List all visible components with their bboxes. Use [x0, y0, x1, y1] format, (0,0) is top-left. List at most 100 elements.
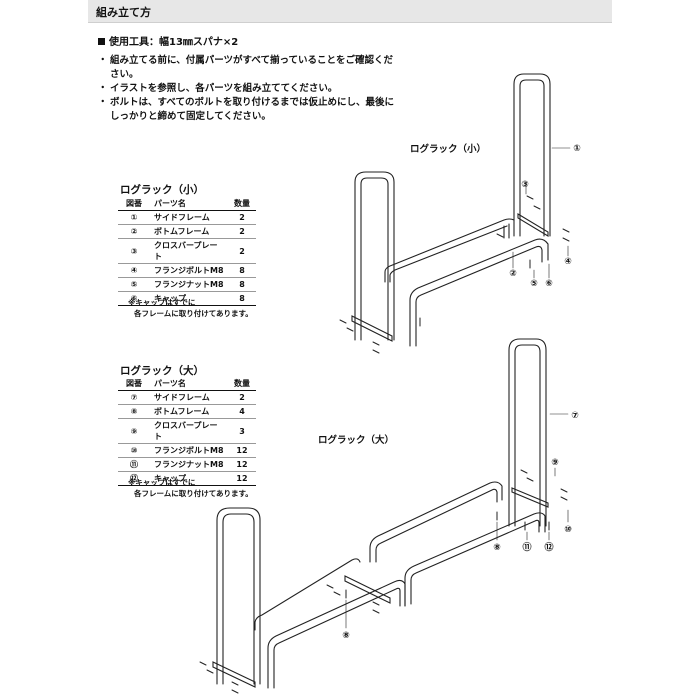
bullet-square-icon	[98, 38, 105, 45]
callout-12: ⑫	[544, 541, 553, 553]
note-line: 各フレームに取り付けてあります。	[134, 309, 253, 318]
callout-11: ⑪	[522, 541, 531, 553]
part-name: フランジボルトM8	[150, 263, 228, 278]
part-name: ボトムフレーム	[150, 404, 228, 419]
part-number: ①	[118, 210, 150, 225]
small-leader-lines	[512, 147, 571, 279]
col-header: 数量	[228, 197, 256, 211]
part-name: キャップ	[150, 471, 228, 486]
note-item: 組み立てる前に、付属パーツがすべて揃っていることをご確認ください。	[98, 54, 398, 82]
large-bottom-frame-front	[267, 512, 546, 689]
col-header: 数量	[228, 377, 256, 391]
part-number: ⑥	[118, 291, 150, 306]
note-line: 各フレームに取り付けてあります。	[134, 489, 253, 498]
section-header: 組み立て方	[88, 0, 612, 23]
callout-8: ⑧	[342, 631, 350, 641]
part-name: ボトムフレーム	[150, 224, 228, 239]
part-number: ⑪	[118, 457, 150, 472]
instruction-notes: 組み立てる前に、付属パーツがすべて揃っていることをご確認ください。 イラストを参…	[98, 54, 398, 124]
part-qty: 12	[228, 457, 256, 472]
callout-2: ②	[509, 269, 517, 279]
large-side-frame-right	[508, 338, 547, 527]
note-line: ※キャップはすでに	[128, 298, 196, 307]
small-diagram-label: ログラック（小）	[410, 144, 487, 155]
small-parts-title: ログラック（小）	[120, 184, 204, 196]
part-qty: 12	[228, 471, 256, 486]
part-qty: 3	[228, 418, 256, 444]
part-name: フランジナットM8	[150, 277, 228, 292]
part-number: ⑩	[118, 443, 150, 458]
col-header: パーツ名	[150, 197, 228, 211]
col-header: 図番	[118, 197, 150, 211]
col-header: 図番	[118, 377, 150, 391]
tools-line: 使用工具：幅13㎜スパナ×2	[98, 33, 238, 48]
part-number: ④	[118, 263, 150, 278]
part-qty: 2	[228, 210, 256, 225]
large-callouts: ⑦ ⑧ ⑧ ⑨ ⑩ ⑪ ⑫	[342, 411, 579, 641]
large-side-frame-left	[216, 507, 261, 685]
part-number: ⑨	[118, 418, 150, 444]
part-qty: 2	[228, 224, 256, 239]
part-name: クロスバープレート	[150, 418, 228, 444]
part-name: クロスバープレート	[150, 238, 228, 264]
part-qty: 2	[228, 390, 256, 405]
callout-6: ⑥	[545, 279, 553, 289]
small-callouts: ① ② ③ ④ ⑤ ⑥	[509, 144, 581, 289]
part-number: ⑫	[118, 471, 150, 486]
part-number: ⑦	[118, 390, 150, 405]
small-bottom-frame-back	[384, 218, 515, 283]
table-header-row: 図番 パーツ名 数量	[118, 197, 256, 211]
part-name: フランジボルトM8	[150, 443, 228, 458]
small-cap-note: ※キャップはすでに 各フレームに取り付けてあります。	[128, 297, 253, 319]
part-name: サイドフレーム	[150, 210, 228, 225]
callout-4: ④	[564, 257, 572, 267]
part-qty: 12	[228, 443, 256, 458]
callout-8: ⑧	[493, 543, 501, 553]
large-parts-title: ログラック（大）	[120, 365, 204, 377]
part-name: キャップ	[150, 291, 228, 306]
large-diagram-label: ログラック（大）	[318, 435, 395, 446]
part-qty: 8	[228, 263, 256, 278]
part-qty: 2	[228, 238, 256, 264]
part-number: ②	[118, 224, 150, 239]
part-number: ③	[118, 238, 150, 264]
callout-1: ①	[573, 144, 581, 154]
callout-9: ⑨	[551, 458, 559, 468]
part-number: ⑤	[118, 277, 150, 292]
callout-3: ③	[521, 180, 529, 190]
small-bottom-frame-front	[409, 238, 549, 347]
part-qty: 8	[228, 277, 256, 292]
large-leader-lines	[345, 413, 569, 629]
note-item: ボルトは、すべてのボルトを取り付けるまでは仮止めにし、最後にしっかりと締めて固定…	[98, 96, 398, 124]
section-title: 組み立て方	[96, 6, 151, 19]
part-qty: 4	[228, 404, 256, 419]
table-header-row: 図番 パーツ名 数量	[118, 377, 256, 391]
callout-7: ⑦	[571, 411, 579, 421]
part-name: フランジナットM8	[150, 457, 228, 472]
small-bolts	[339, 195, 570, 354]
part-name: サイドフレーム	[150, 390, 228, 405]
large-bottom-frame-back	[254, 481, 503, 631]
tools-text: 使用工具：幅13㎜スパナ×2	[109, 37, 239, 48]
col-header: パーツ名	[150, 377, 228, 391]
small-side-frame-right	[513, 73, 551, 237]
note-item: イラストを参照し、各パーツを組み立ててください。	[98, 82, 398, 96]
large-cap-note: ※キャップはすでに 各フレームに取り付けてあります。	[128, 477, 253, 499]
part-qty: 8	[228, 291, 256, 306]
large-crossbar-plates	[212, 487, 549, 688]
callout-10: ⑩	[564, 525, 572, 535]
